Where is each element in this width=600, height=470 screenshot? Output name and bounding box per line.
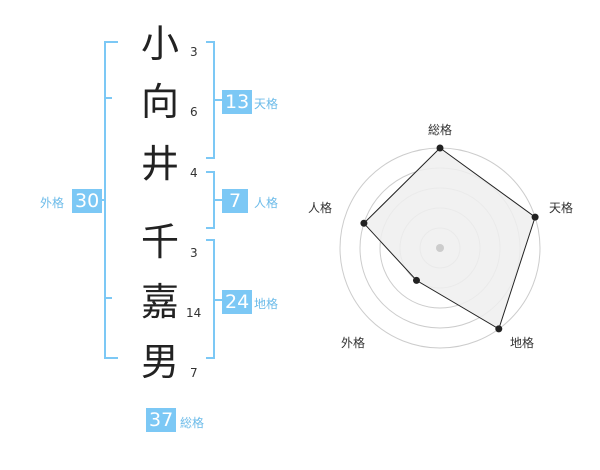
stroke-count-4: 3 <box>190 246 198 260</box>
radar-point <box>531 213 539 221</box>
tenkaku-bracket <box>206 41 222 159</box>
radar-chart: 総格 天格 地格 外格 人格 <box>308 122 573 350</box>
name-char-2: 向 <box>140 80 179 124</box>
radar-point <box>412 276 420 284</box>
stroke-count-6: 7 <box>190 366 198 380</box>
chikaku-value: 24 <box>222 290 253 314</box>
radar-point <box>495 325 503 333</box>
radar-axis-label-soukaku: 総格 <box>428 122 452 137</box>
radar-axis-label-gaikaku: 外格 <box>341 335 365 350</box>
name-char-6: 男 <box>140 340 179 384</box>
soukaku-label: 総格 <box>180 416 205 430</box>
radar-center <box>436 244 444 252</box>
tenkaku-value: 13 <box>222 90 253 114</box>
radar-points <box>360 144 539 333</box>
name-char-3: 井 <box>140 142 179 186</box>
stroke-count-1: 3 <box>190 45 198 59</box>
stroke-count-2: 6 <box>190 105 198 119</box>
chikaku-bracket <box>206 239 222 359</box>
chikaku-label: 地格 <box>254 297 279 311</box>
gaikaku-value: 30 <box>72 189 103 213</box>
soukaku-value: 37 <box>146 408 177 432</box>
gaikaku-label: 外格 <box>40 196 65 210</box>
name-char-4: 千 <box>140 220 179 264</box>
gaikaku-bracket <box>95 41 118 359</box>
stroke-count-3: 4 <box>190 166 198 180</box>
radar-axis-label-tenkaku: 天格 <box>549 200 573 215</box>
name-char-5: 嘉 <box>140 280 179 324</box>
radar-axis-label-jinkaku: 人格 <box>308 200 332 215</box>
tenkaku-label: 天格 <box>254 97 279 111</box>
radar-point <box>436 144 444 152</box>
name-char-1: 小 <box>140 22 179 66</box>
jinkaku-value: 7 <box>222 189 248 213</box>
jinkaku-label: 人格 <box>254 196 279 210</box>
radar-axis-label-chikaku: 地格 <box>510 335 534 350</box>
jinkaku-bracket <box>206 171 222 229</box>
stroke-count-5: 14 <box>186 306 202 320</box>
radar-point <box>360 219 368 227</box>
radar-shape <box>363 147 536 330</box>
